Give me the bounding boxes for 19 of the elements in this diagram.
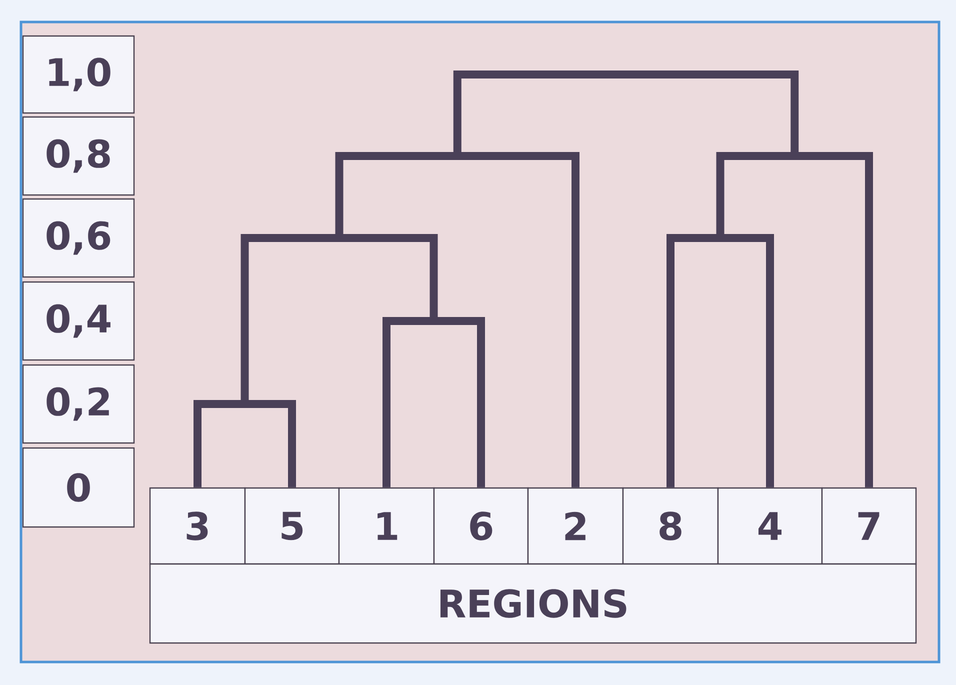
scale-box: 0,2 [22,364,135,444]
region-box: 8 [622,487,719,565]
scale-box: 0,4 [22,281,135,361]
dendrogram-link [194,400,296,488]
scale-box: 0 [22,447,135,528]
region-box: 6 [433,487,529,565]
dendrogram-link [382,317,485,488]
scale-box: 0,6 [22,198,135,278]
region-box: 5 [244,487,340,565]
scale-box: 0,8 [22,116,135,196]
dendrogram-link [666,234,774,488]
scale-box: 1,0 [22,35,135,114]
region-box: 4 [717,487,823,565]
dendrogram-link [335,152,580,488]
region-box: 7 [821,487,917,565]
region-box: 2 [527,487,624,565]
region-box: 1 [338,487,435,565]
dendrogram-link [716,152,873,488]
region-box: 3 [149,487,246,565]
